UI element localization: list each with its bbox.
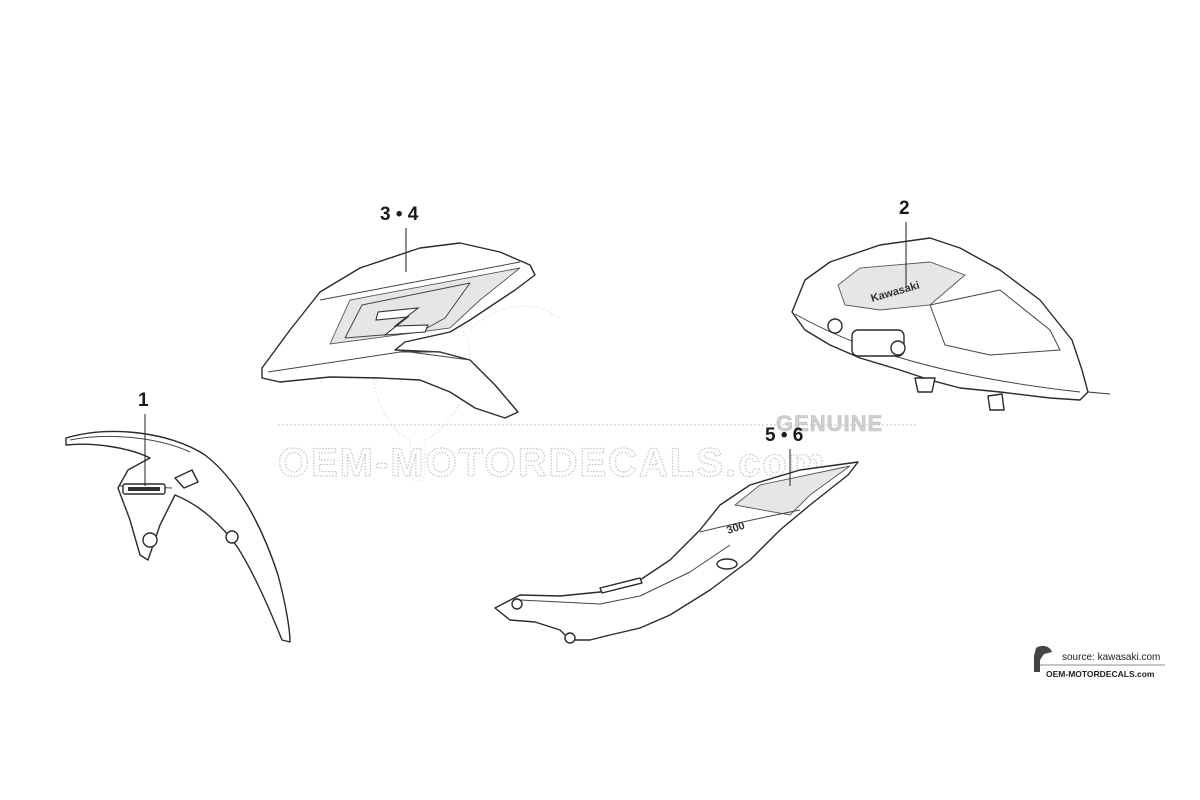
part-tail-cowl: 300 (494, 461, 859, 644)
source-brand-text: OEM-MOTORDECALS.com (1046, 669, 1155, 679)
watermark-site-text: OEM-MOTORDECALS.com (278, 441, 826, 485)
part-front-fender (65, 430, 291, 643)
callout-label-5-6: 5 • 6 (765, 425, 803, 446)
tail-300-decal: 300 (725, 520, 746, 537)
motorcycle-silhouette-icon (371, 298, 561, 482)
watermark: GENUINE OEM-MOTORDECALS.com (277, 298, 918, 486)
callout-label-2: 2 (899, 198, 910, 219)
watermark-genuine-text: GENUINE (776, 411, 883, 436)
callout-label-3-4: 3 • 4 (380, 204, 419, 225)
callout-5-6: 5 • 6 (765, 425, 803, 486)
part-side-shroud (261, 242, 536, 419)
callout-1: 1 (138, 390, 149, 486)
source-credit: source: kawasaki.com OEM-MOTORDECALS.com (1034, 645, 1165, 679)
callout-3-4: 3 • 4 (380, 204, 419, 272)
tiny-logo-icon (1034, 645, 1052, 672)
source-credit-text: source: kawasaki.com (1062, 652, 1160, 663)
part-fuel-tank: Kawasaki (791, 237, 1111, 411)
callout-label-1: 1 (138, 390, 149, 411)
callout-2: 2 (899, 198, 910, 288)
z-logo-icon (375, 307, 429, 336)
